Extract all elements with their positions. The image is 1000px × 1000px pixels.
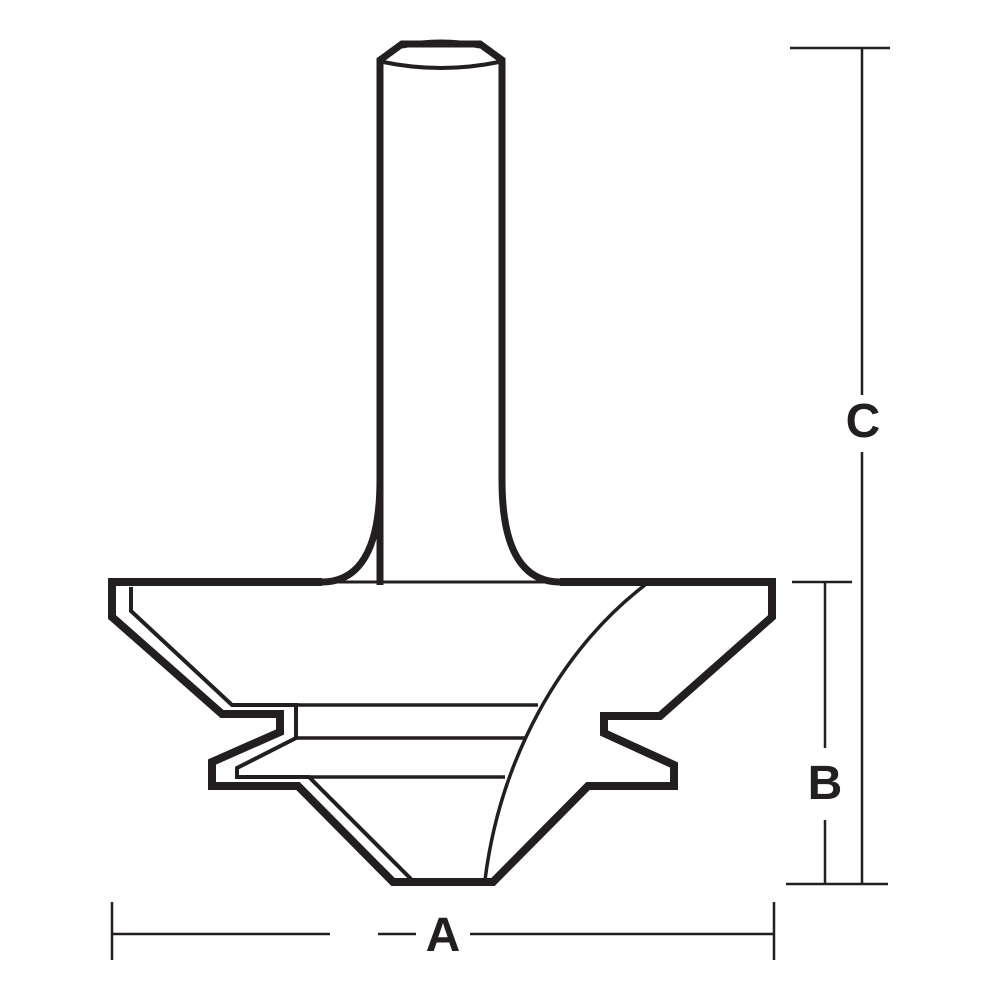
tongue-lines — [237, 703, 538, 779]
dimension-b-line — [786, 580, 888, 886]
dimension-c-label: C — [838, 398, 888, 446]
dimension-b-label: B — [801, 760, 849, 808]
dimension-c-line — [790, 46, 890, 884]
dimension-a-label: A — [416, 912, 470, 960]
cutter-body-outline — [108, 578, 776, 886]
shank — [321, 39, 561, 586]
flute-curve — [483, 583, 647, 881]
